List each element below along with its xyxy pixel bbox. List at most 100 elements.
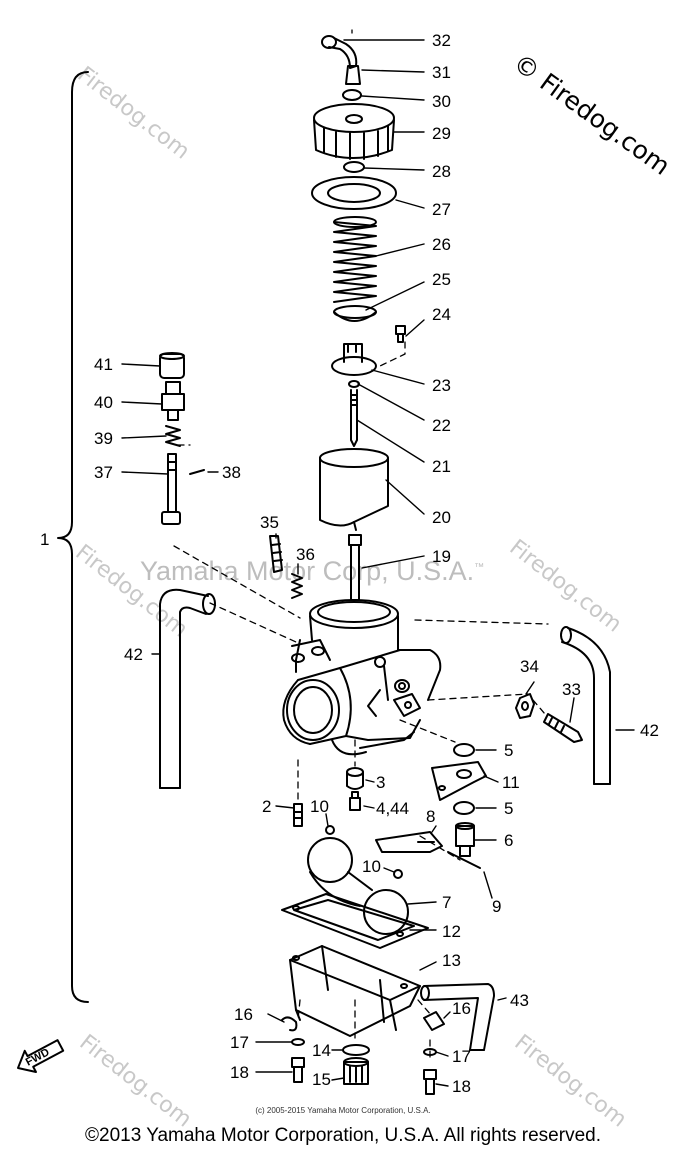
label-42-left: 42 [124, 645, 143, 664]
part-8-float-arm [375, 831, 443, 853]
label-3: 3 [376, 773, 385, 792]
label-5-lower: 5 [504, 799, 513, 818]
part-34-nut [515, 693, 535, 719]
label-30: 30 [432, 92, 451, 111]
part-13-float-bowl [289, 945, 421, 1037]
part-41-cap [159, 352, 185, 379]
label-4-44: 4,44 [376, 799, 409, 818]
label-28: 28 [432, 162, 451, 181]
carburetor-body [282, 599, 442, 756]
label-33: 33 [562, 680, 581, 699]
part-labels: 32 31 30 29 28 27 26 25 24 23 22 21 20 1… [24, 31, 659, 1096]
label-8: 8 [426, 807, 435, 826]
label-34: 34 [520, 657, 539, 676]
part-28-ring [343, 161, 365, 173]
part-35-screw [269, 535, 283, 573]
label-17-right: 17 [452, 1047, 471, 1066]
part-30-washer [342, 89, 362, 101]
part-31-nipple [345, 65, 361, 85]
part-32-elbow-fitting [321, 35, 358, 69]
label-16-right: 16 [452, 999, 471, 1018]
part-17-washer-left [291, 1038, 305, 1046]
label-22: 22 [432, 416, 451, 435]
label-38: 38 [222, 463, 241, 482]
part-42-hose-left [159, 588, 216, 789]
label-40: 40 [94, 393, 113, 412]
label-10-upper: 10 [310, 797, 329, 816]
label-41: 41 [94, 355, 113, 374]
copyright-main: ©2013 Yamaha Motor Corporation, U.S.A. A… [85, 1125, 601, 1146]
part-14-gasket [342, 1044, 370, 1056]
part-19-needle-jet [348, 534, 362, 601]
part-4-main-jet [349, 791, 361, 811]
part-15-plug [343, 1057, 369, 1085]
part-16-clip-right [423, 1011, 445, 1031]
part-24-screw [395, 325, 406, 343]
label-6: 6 [504, 831, 513, 850]
part-5-washer-upper [453, 743, 475, 757]
label-35: 35 [260, 513, 279, 532]
part-23-holder [331, 343, 377, 376]
part-2-pilot-jet [293, 803, 303, 827]
label-31: 31 [432, 63, 451, 82]
label-10-lower: 10 [362, 857, 381, 876]
part-36-spring [291, 573, 303, 599]
part-20-throttle-valve [319, 448, 389, 531]
part-29-cap [313, 103, 395, 160]
fwd-arrow [17, 1039, 65, 1074]
label-42-right: 42 [640, 721, 659, 740]
part-18-screw-left [291, 1057, 305, 1083]
label-18-right: 18 [452, 1077, 471, 1096]
label-39: 39 [94, 429, 113, 448]
label-20: 20 [432, 508, 451, 527]
label-18-left: 18 [230, 1063, 249, 1082]
label-16-left: 16 [234, 1005, 253, 1024]
leader-lines [121, 39, 635, 1087]
part-40-nut [161, 381, 185, 421]
part-16-clip-left [281, 1016, 298, 1032]
label-29: 29 [432, 124, 451, 143]
watermark-center: Yamaha Motor Corp, U.S.A.™ [140, 556, 485, 586]
part-9-pin [447, 851, 481, 869]
part-27-gasket [311, 176, 397, 210]
label-36: 36 [296, 545, 315, 564]
label-9: 9 [492, 897, 501, 916]
part-3-jet-holder [346, 767, 364, 790]
part-25-seat [333, 305, 377, 322]
label-13: 13 [442, 951, 461, 970]
label-25: 25 [432, 270, 451, 289]
label-7: 7 [442, 893, 451, 912]
part-11-plate [431, 761, 487, 801]
label-15: 15 [312, 1070, 331, 1089]
part-43-hose [420, 983, 495, 1051]
label-23: 23 [432, 376, 451, 395]
part-42-hose-right [560, 626, 611, 785]
label-1: 1 [40, 530, 49, 549]
part-26-spring [333, 216, 377, 303]
part-21-needle [350, 389, 358, 447]
part-33-screw [543, 713, 583, 743]
label-27: 27 [432, 200, 451, 219]
part-18-screw-right [423, 1069, 437, 1095]
label-26: 26 [432, 235, 451, 254]
part-5-washer-lower [453, 801, 475, 815]
label-21: 21 [432, 457, 451, 476]
label-24: 24 [432, 305, 451, 324]
label-17-left: 17 [230, 1033, 249, 1052]
copyright-small: (c) 2005-2015 Yamaha Motor Corporation, … [255, 1106, 431, 1115]
assembly-bracket [57, 71, 89, 1003]
label-14: 14 [312, 1041, 331, 1060]
label-19: 19 [432, 547, 451, 566]
label-5-upper: 5 [504, 741, 513, 760]
part-37-plunger [161, 453, 181, 525]
label-43: 43 [510, 991, 529, 1010]
part-12-gasket [281, 893, 429, 949]
part-39-spring [165, 425, 181, 447]
part-10-floats [307, 825, 409, 935]
part-6-valve [455, 822, 475, 857]
label-37: 37 [94, 463, 113, 482]
label-12: 12 [442, 922, 461, 941]
label-2: 2 [262, 797, 271, 816]
label-32: 32 [432, 31, 451, 50]
